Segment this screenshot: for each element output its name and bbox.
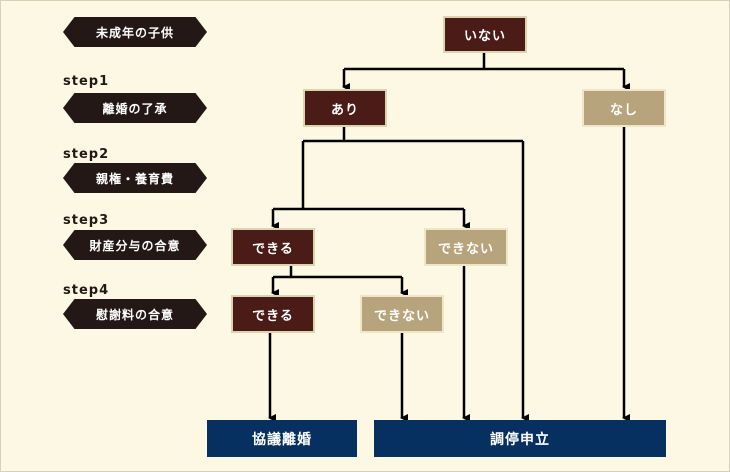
step-label: 離婚の了承 <box>63 93 207 123</box>
condition-tag: 未成年の子供 <box>63 17 207 47</box>
step-number: step2 <box>63 147 110 162</box>
node-ari: あり <box>303 89 387 127</box>
step-label: 財産分与の合意 <box>63 230 207 260</box>
step-label: 親権・養育費 <box>63 163 207 193</box>
node-step3-dekinai: できない <box>424 228 508 266</box>
step-number: step4 <box>63 283 110 298</box>
node-nashi: なし <box>582 89 666 127</box>
result-chotei-moshitate: 調停申立 <box>374 420 666 457</box>
node-step3-dekiru: できる <box>231 228 315 266</box>
step-label: 慰謝料の合意 <box>63 299 207 329</box>
node-inai: いない <box>443 16 527 53</box>
step-number: step3 <box>63 213 110 228</box>
step-number: step1 <box>63 74 110 89</box>
node-step4-dekiru: できる <box>231 295 315 333</box>
node-step4-dekinai: できない <box>360 295 444 333</box>
result-kyogi-rikon: 協議離婚 <box>207 420 357 457</box>
